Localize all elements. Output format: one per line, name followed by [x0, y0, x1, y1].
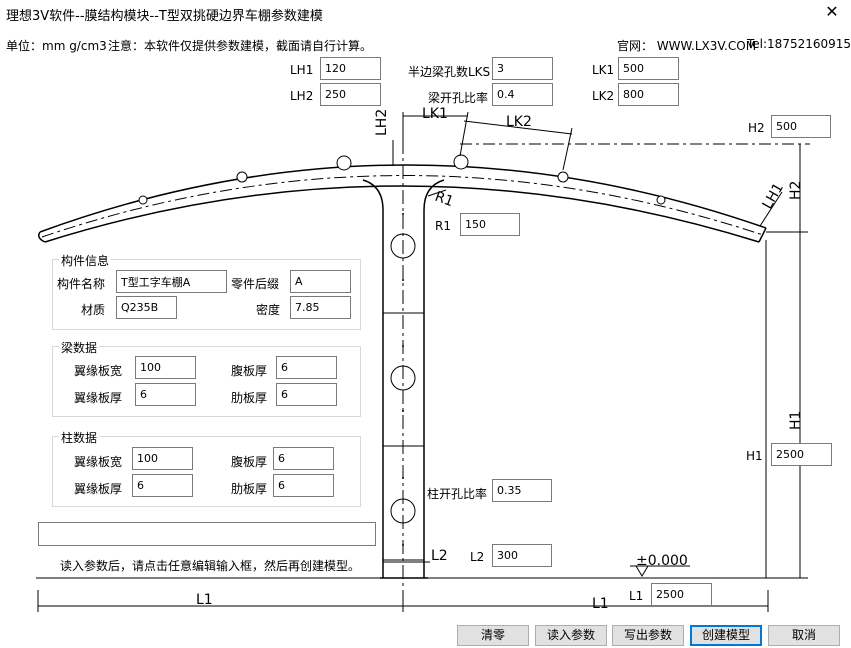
note-label: 注意：本软件仅提供参数建模，截面请自行计算。 [108, 39, 373, 53]
beam-data-group: 梁数据 [52, 339, 361, 417]
beam-rib-thk-input[interactable] [276, 383, 337, 406]
dim-lk1-label: LK1 [422, 106, 448, 122]
lk1-label: LK1 [592, 63, 615, 77]
tel-label: Tel:18752160915 [747, 37, 851, 51]
load-params-button[interactable]: 读入参数 [535, 625, 607, 646]
dim-l1-left-label: L1 [196, 592, 213, 608]
beam-rib-thk-label: 肋板厚 [231, 391, 268, 405]
save-params-button[interactable]: 写出参数 [612, 625, 684, 646]
material-input[interactable] [116, 296, 177, 319]
dim-lh1-label: LH1 [760, 180, 787, 212]
part-suffix-label: 零件后缀 [231, 277, 280, 291]
l2-input[interactable] [492, 544, 552, 567]
column-web-thk-label: 腹板厚 [231, 455, 268, 469]
column-flange-thk-input[interactable] [132, 474, 193, 497]
column-flange-width-label: 翼缘板宽 [74, 455, 123, 469]
lks-label: 半边梁孔数LKS [408, 65, 491, 79]
beam-web-thk-label: 腹板厚 [231, 364, 268, 378]
beam-web-thk-input[interactable] [276, 356, 337, 379]
density-label: 密度 [256, 303, 281, 317]
density-input[interactable] [290, 296, 351, 319]
beam-hole-ratio-input[interactable] [492, 83, 553, 106]
lh1-input[interactable] [320, 57, 381, 80]
column-data-group: 柱数据 [52, 429, 361, 507]
part-suffix-input[interactable] [290, 270, 351, 293]
component-info-title: 构件信息 [59, 252, 112, 269]
r1-input[interactable] [460, 213, 520, 236]
l2-label: L2 [470, 550, 485, 564]
lk2-label: LK2 [592, 89, 615, 103]
component-name-input[interactable] [116, 270, 227, 293]
component-info-group: 构件信息 [52, 252, 361, 330]
h2-input[interactable] [771, 115, 831, 138]
r1-label: R1 [435, 219, 451, 233]
beam-data-title: 梁数据 [59, 339, 100, 356]
h1-input[interactable] [771, 443, 832, 466]
hint-label: 读入参数后，请点击任意编辑输入框，然后再创建模型。 [60, 559, 361, 573]
create-model-button[interactable]: 创建模型 [690, 625, 762, 646]
column-flange-thk-label: 翼缘板厚 [74, 482, 123, 496]
website-label: 官网： WWW.LX3V.COM [617, 39, 757, 53]
column-data-title: 柱数据 [59, 429, 100, 446]
dim-h1-label: H1 [788, 411, 804, 430]
lh2-input[interactable] [320, 83, 381, 106]
status-box[interactable] [38, 522, 376, 546]
dim-lh2-label: LH2 [374, 109, 390, 136]
l1-input[interactable] [651, 583, 712, 606]
h1-label: H1 [746, 449, 763, 463]
lk1-input[interactable] [618, 57, 679, 80]
column-rib-thk-label: 肋板厚 [231, 482, 268, 496]
clear-button[interactable]: 清零 [457, 625, 529, 646]
lh2-label: LH2 [290, 89, 314, 103]
col-hole-ratio-label: 柱开孔比率 [427, 487, 488, 501]
dim-h2-label: H2 [788, 181, 804, 200]
dim-r1-label: R1 [433, 189, 456, 210]
material-label: 材质 [81, 303, 106, 317]
lh1-label: LH1 [290, 63, 314, 77]
column-flange-width-input[interactable] [132, 447, 193, 470]
beam-flange-thk-label: 翼缘板厚 [74, 391, 123, 405]
dim-lk2-label: LK2 [506, 114, 532, 130]
cancel-button[interactable]: 取消 [768, 625, 840, 646]
lk2-input[interactable] [618, 83, 679, 106]
elevation-label: ±0.000 [636, 553, 688, 569]
dim-l1-right-label: L1 [592, 596, 609, 612]
h2-label: H2 [748, 121, 765, 135]
col-hole-ratio-input[interactable] [492, 479, 552, 502]
dim-l2-label: L2 [431, 548, 448, 564]
unit-label: 单位：mm g/cm3 [6, 39, 107, 53]
lks-input[interactable] [492, 57, 553, 80]
beam-flange-width-input[interactable] [135, 356, 196, 379]
beam-flange-width-label: 翼缘板宽 [74, 364, 123, 378]
beam-flange-thk-input[interactable] [135, 383, 196, 406]
close-icon[interactable]: ✕ [825, 2, 839, 21]
window-title: 理想3V软件--膜结构模块--T型双挑硬边界车棚参数建模 [6, 9, 323, 24]
component-name-label: 构件名称 [57, 277, 106, 291]
column-web-thk-input[interactable] [273, 447, 334, 470]
column-rib-thk-input[interactable] [273, 474, 334, 497]
beam-hole-ratio-label: 梁开孔比率 [428, 91, 489, 105]
l1-label: L1 [629, 589, 644, 603]
